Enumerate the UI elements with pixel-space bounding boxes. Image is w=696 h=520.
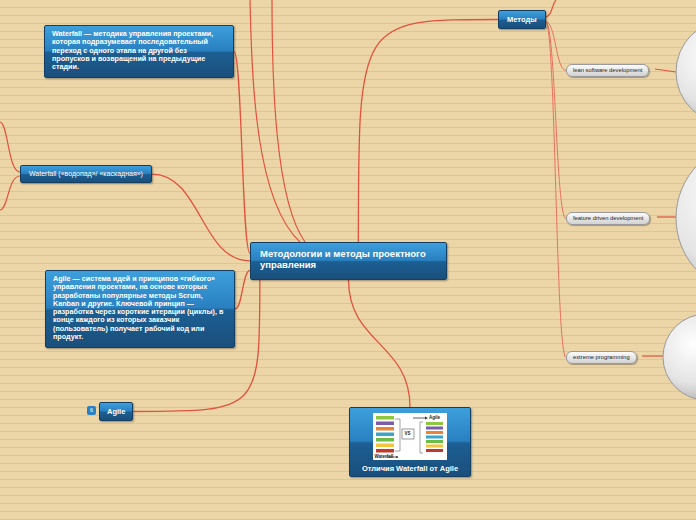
method-node: feature driven development	[566, 212, 650, 225]
branch-line	[234, 52, 250, 254]
node-text: Waterfall — методика управления проектам…	[52, 30, 226, 71]
topic-box: Waterfall — методика управления проектам…	[44, 25, 234, 78]
node-text: extreme programming	[573, 354, 630, 361]
node-text: Методы	[507, 15, 537, 24]
topic-box: Waterfall («водопад»/ «каскадная»)	[20, 165, 152, 183]
method-node: extreme programming	[566, 351, 637, 364]
branch-line	[349, 280, 411, 407]
picture-label: VS	[405, 432, 411, 437]
child-count-badge: 6	[87, 406, 96, 415]
branch-line	[235, 270, 250, 309]
topic-box: Методы	[498, 10, 546, 29]
branch-line	[546, 21, 566, 357]
node-text: lean software development	[573, 67, 642, 74]
offpage-branches	[0, 0, 678, 356]
topic-box: Agile — система идей и принципов «гибког…	[45, 270, 235, 348]
node-text: Agile	[107, 407, 125, 416]
central-topic: Методологии и методы проектного управлен…	[250, 242, 447, 280]
picture-label: Waterfall	[375, 455, 394, 460]
node-text: Отличия Waterfall от Agile	[350, 464, 470, 473]
node-text: feature driven development	[573, 215, 643, 222]
topic-box: Agile	[99, 402, 133, 421]
branch-line	[358, 20, 498, 243]
node-text: Agile — система идей и принципов «гибког…	[53, 275, 227, 341]
branch-line	[152, 174, 250, 261]
picture-label: Agile	[429, 416, 440, 421]
node-text: Waterfall («водопад»/ «каскадная»)	[29, 170, 143, 178]
node-text: Методологии и методы проектного управлен…	[260, 248, 437, 271]
comparison-picture: AgileVS Waterfall	[373, 413, 447, 460]
image-spheres	[663, 20, 696, 400]
method-node: lean software development	[566, 64, 649, 77]
topic-box: AgileVS WaterfallОтличия Waterfall от Agi…	[349, 407, 471, 477]
comparison-illustration	[373, 413, 447, 460]
